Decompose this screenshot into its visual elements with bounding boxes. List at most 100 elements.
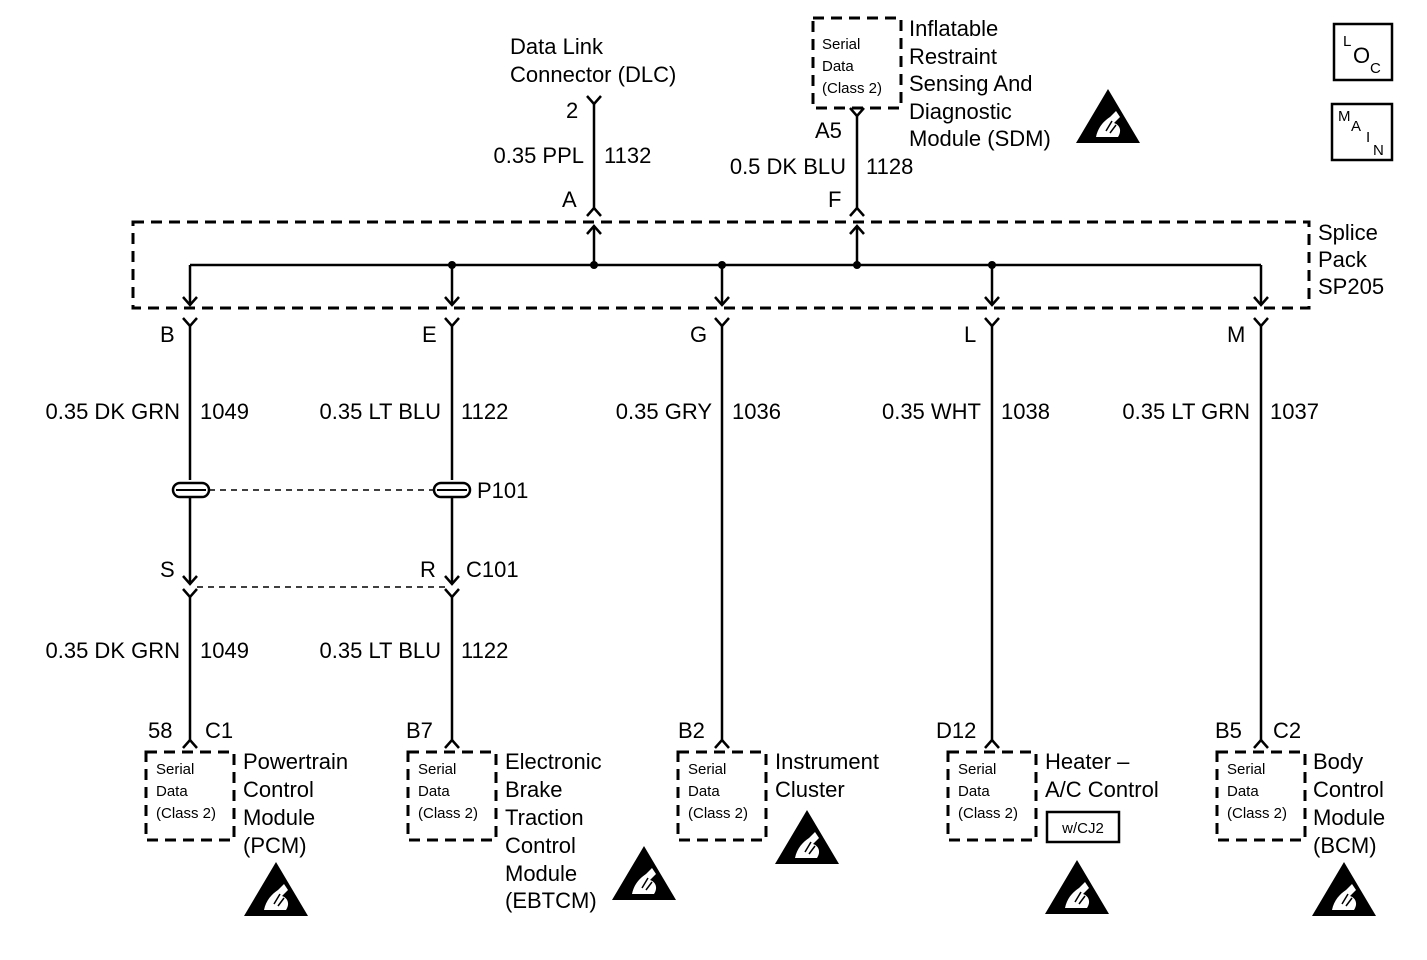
branch-l-stub — [984, 265, 1000, 328]
p101-connector-b — [171, 481, 211, 499]
branch-b-stub — [182, 265, 198, 328]
main-button[interactable]: M A I N — [1330, 102, 1394, 162]
pcm-serial-box — [144, 750, 236, 842]
wire-e-lower-circuit: 1122 — [461, 638, 508, 663]
ebtcm-name-2: Brake — [505, 777, 562, 802]
main-letter-n: N — [1373, 142, 1384, 159]
c101-pin-s: S — [160, 557, 175, 582]
pcm-box-line3: (Class 2) — [156, 805, 216, 822]
splice-pack-name-1: Splice — [1318, 220, 1378, 245]
pcm-pin: 58 — [148, 718, 172, 743]
ebtcm-name-6: (EBTCM) — [505, 888, 597, 913]
ebtcm-name-1: Electronic — [505, 749, 602, 774]
dlc-splice-pin: A — [562, 187, 577, 212]
ebtcm-pin: B7 — [406, 718, 433, 743]
wire-g-circuit: 1036 — [732, 399, 781, 424]
bcm-name-3: Module — [1313, 805, 1385, 830]
bcm-connector: C2 — [1273, 718, 1301, 743]
esd-icon — [774, 809, 840, 865]
pcm-box-line1: Serial — [156, 761, 194, 778]
bcm-name-2: Control — [1313, 777, 1384, 802]
wire-e-circuit: 1122 — [461, 399, 508, 424]
pcm-terminal — [182, 738, 198, 749]
bcm-serial-box — [1215, 750, 1307, 842]
dlc-wire-color: 0.35 PPL — [493, 143, 584, 168]
sdm-name-2: Restraint — [909, 44, 997, 69]
esd-icon — [1044, 859, 1110, 915]
wire-b-circuit: 1049 — [200, 399, 249, 424]
ebtcm-name-3: Traction — [505, 805, 584, 830]
pcm-name-4: (PCM) — [243, 833, 307, 858]
bcm-pin: B5 — [1215, 718, 1242, 743]
splice-pack-name-2: Pack — [1318, 247, 1368, 272]
loc-letter-o: O — [1353, 43, 1370, 68]
branch-g-stub — [714, 265, 730, 328]
ipc-box-line1: Serial — [688, 761, 726, 778]
ebtcm-box-line1: Serial — [418, 761, 456, 778]
c101-pin-r: R — [420, 557, 436, 582]
dlc-name-1: Data Link — [510, 34, 604, 59]
bcm-name-1: Body — [1313, 749, 1363, 774]
esd-icon — [243, 861, 309, 917]
wire-m-color: 0.35 LT GRN — [1122, 399, 1250, 424]
sdm-pin: A5 — [815, 118, 842, 143]
bcm-box-line2: Data — [1227, 783, 1259, 800]
loc-button[interactable]: L O C — [1332, 22, 1394, 82]
bcm-name-4: (BCM) — [1313, 833, 1377, 858]
p101-connector-e — [432, 481, 472, 499]
splice-pin-l: L — [964, 322, 976, 347]
ipc-name-2: Cluster — [775, 777, 845, 802]
ebtcm-terminal — [444, 738, 460, 749]
sdm-box-line3: (Class 2) — [822, 80, 882, 97]
esd-icon — [1075, 88, 1141, 144]
sdm-name-3: Sensing And — [909, 71, 1033, 96]
ebtcm-box-line2: Data — [418, 783, 450, 800]
main-letter-a: A — [1351, 118, 1361, 135]
hvac-terminal — [984, 738, 1000, 749]
wire-l-color: 0.35 WHT — [882, 399, 981, 424]
hvac-name-2: A/C Control — [1045, 777, 1159, 802]
splice-pin-e: E — [422, 322, 437, 347]
sdm-arrow — [849, 224, 865, 235]
sdm-circuit: 1128 — [866, 154, 913, 179]
pcm-connector: C1 — [205, 718, 233, 743]
loc-letter-c: C — [1370, 60, 1381, 77]
pcm-name-1: Powertrain — [243, 749, 348, 774]
c101-label: C101 — [466, 557, 519, 582]
splice-pin-m: M — [1227, 322, 1245, 347]
p101-label: P101 — [477, 478, 528, 503]
esd-icon — [611, 845, 677, 901]
sdm-box-line1: Serial — [822, 36, 860, 53]
wire-m-circuit: 1037 — [1270, 399, 1319, 424]
dlc-splice-terminal — [586, 206, 602, 217]
wire-b-color: 0.35 DK GRN — [46, 399, 181, 424]
wire-e-lower-color: 0.35 LT BLU — [320, 638, 441, 663]
splice-pack-name-3: SP205 — [1318, 274, 1384, 299]
main-letter-i: I — [1366, 129, 1370, 146]
dlc-circuit: 1132 — [604, 143, 651, 168]
pcm-name-3: Module — [243, 805, 315, 830]
sdm-splice-terminal — [849, 206, 865, 217]
main-letter-m: M — [1338, 108, 1351, 125]
ipc-box-line3: (Class 2) — [688, 805, 748, 822]
sdm-serial-box — [811, 16, 903, 110]
hvac-box-line2: Data — [958, 783, 990, 800]
sdm-box-line2: Data — [822, 58, 854, 75]
splice-pin-b: B — [160, 322, 175, 347]
bcm-box-line1: Serial — [1227, 761, 1265, 778]
dlc-pin: 2 — [566, 98, 578, 123]
wire-g-color: 0.35 GRY — [616, 399, 713, 424]
sdm-name-5: Module (SDM) — [909, 126, 1051, 151]
wire-b-lower-circuit: 1049 — [200, 638, 249, 663]
wire-b-lower-color: 0.35 DK GRN — [46, 638, 181, 663]
dlc-arrow — [586, 224, 602, 235]
bcm-box-line3: (Class 2) — [1227, 805, 1287, 822]
hvac-serial-box — [946, 750, 1038, 842]
ipc-serial-box — [676, 750, 768, 842]
ebtcm-name-4: Control — [505, 833, 576, 858]
sdm-name-1: Inflatable — [909, 16, 998, 41]
sdm-name-4: Diagnostic — [909, 99, 1012, 124]
pcm-box-line2: Data — [156, 783, 188, 800]
sdm-wire-color: 0.5 DK BLU — [730, 154, 846, 179]
